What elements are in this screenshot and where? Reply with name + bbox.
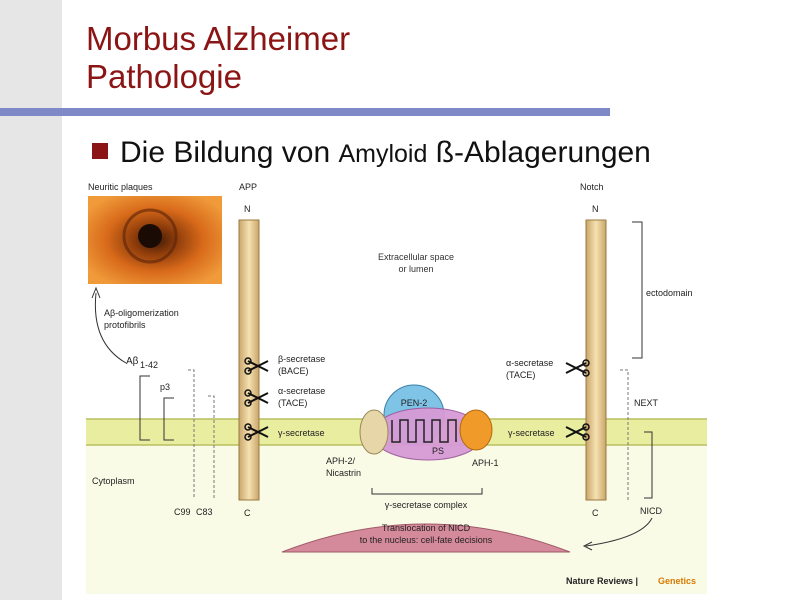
cytoplasm-label: Cytoplasm [92, 476, 135, 486]
p3-bracket [163, 397, 174, 441]
notch-n-label: N [592, 204, 599, 214]
notch-c-label: C [592, 508, 599, 518]
app-label: APP [239, 182, 257, 192]
notch-rod [585, 219, 607, 501]
aph2-nicastrin-subunit [359, 409, 389, 455]
bullet-text-post: ß-Ablagerungen [427, 136, 651, 169]
app-rod [238, 219, 260, 501]
extracellular-label-2: or lumen [398, 264, 433, 274]
app-n-label: N [244, 204, 251, 214]
oligomerization-label-1: Aβ-oligomerization [104, 308, 179, 318]
gamma-secretase-right-label: γ-secretase [508, 428, 555, 438]
abeta-sub-label: 1-42 [140, 360, 158, 370]
credit-genetics: Genetics [658, 576, 696, 586]
nicd-bracket [644, 431, 653, 499]
nicd-arrow [585, 517, 653, 547]
ps-label: PS [432, 446, 444, 456]
ectodomain-label: ectodomain [646, 288, 693, 298]
aph2-label-1: APH-2/ [326, 456, 356, 466]
transmembrane-loops [391, 419, 457, 443]
cytoplasm-area [86, 445, 707, 594]
pen2-label: PEN-2 [401, 398, 428, 408]
extracellular-label-1: Extracellular space [378, 252, 454, 262]
neuritic-plaques-label: Neuritic plaques [88, 182, 153, 192]
tace-left-label: (TACE) [278, 398, 307, 408]
next-label: NEXT [634, 398, 659, 408]
aph1-label: APH-1 [472, 458, 499, 468]
abeta-label: Aβ [126, 356, 139, 367]
title-rule [0, 108, 610, 116]
beta-secretase-label: β-secretase [278, 354, 325, 364]
plaque-core [138, 224, 162, 248]
oligomerization-arrowhead [91, 286, 101, 299]
aph2-label-2: Nicastrin [326, 468, 361, 478]
notch-label: Notch [580, 182, 604, 192]
left-band [0, 0, 62, 600]
c99-label: C99 [174, 507, 191, 517]
c99-dashed-line [188, 369, 195, 498]
oligomerization-arrow [94, 292, 127, 364]
nicd-label: NICD [640, 506, 662, 516]
gamma-secretase-left-scissors-icon [244, 423, 269, 441]
translocation-label-1: Translocation of NICD [382, 523, 471, 533]
c83-label: C83 [196, 507, 213, 517]
alpha-secretase-right-label: α-secretase [506, 358, 553, 368]
plaque-halo [122, 208, 178, 264]
oligomerization-label-2: protofibrils [104, 320, 146, 330]
slide-title: Morbus Alzheimer Pathologie [86, 20, 350, 96]
abeta-bracket [139, 375, 150, 441]
tace-right-label: (TACE) [506, 370, 535, 380]
title-line-2: Pathologie [86, 58, 242, 95]
aph1-subunit [459, 409, 493, 451]
bullet-text-pre: Die Bildung von [120, 136, 339, 169]
gamma-secretase-left-label: γ-secretase [278, 428, 325, 438]
p3-label: p3 [160, 382, 170, 392]
translocation-label-2: to the nucleus: cell-fate decisions [360, 535, 493, 545]
app-notch-processing-figure: Neuritic plaques APP N C Notch N C Extra… [86, 178, 707, 594]
square-bullet-icon [92, 143, 108, 159]
nicd-arrowhead [582, 541, 593, 551]
ectodomain-bracket [632, 221, 643, 359]
bullet-text-amyloid: Amyloid [338, 140, 428, 168]
complex-label: γ-secretase complex [385, 500, 468, 510]
nucleus-dome [281, 523, 571, 553]
credit-nature-reviews: Nature Reviews | [566, 576, 638, 586]
beta-secretase-scissors-icon [244, 357, 269, 375]
bullet-item: Die Bildung von Amyloid ß-Ablagerungen [92, 136, 651, 170]
alpha-secretase-left-scissors-icon [244, 389, 269, 407]
next-dashed-line [620, 369, 629, 500]
c83-dashed-line [208, 395, 215, 498]
complex-bracket [371, 488, 483, 495]
alpha-secretase-left-label: α-secretase [278, 386, 325, 396]
title-line-1: Morbus Alzheimer [86, 20, 351, 57]
alpha-secretase-right-scissors-icon [565, 359, 590, 377]
app-c-label: C [244, 508, 251, 518]
bace-label: (BACE) [278, 366, 309, 376]
gamma-secretase-right-scissors-icon [565, 423, 590, 441]
